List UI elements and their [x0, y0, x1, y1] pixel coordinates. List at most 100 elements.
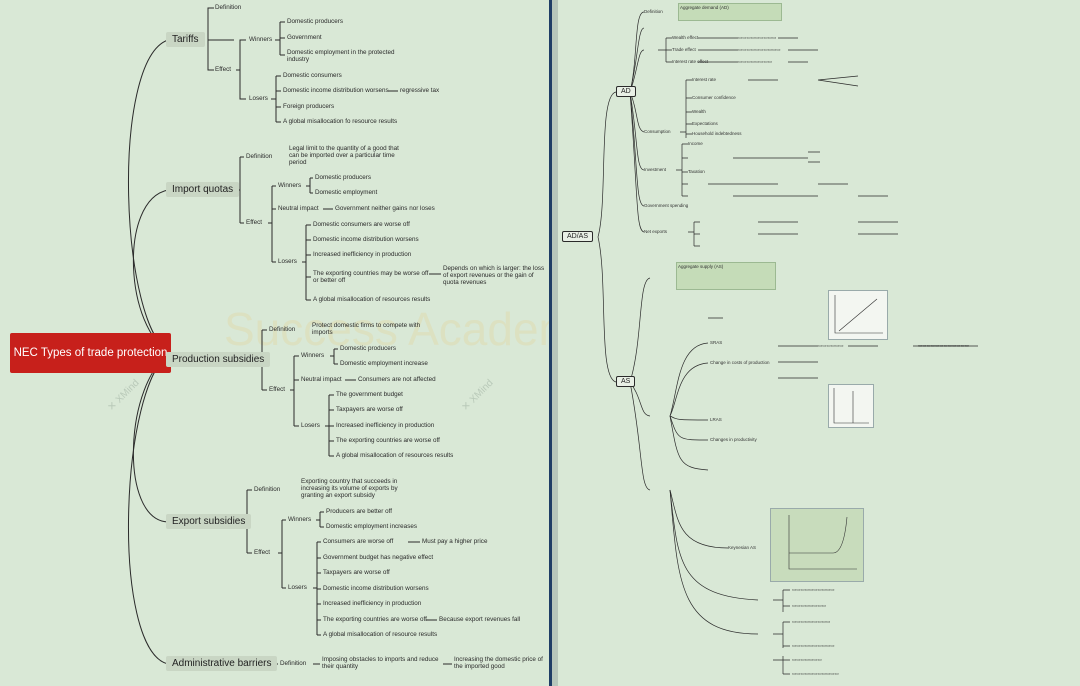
production-definition-text[interactable]: Protect domestic firms to compete with i… — [312, 322, 421, 337]
quotas-definition-text[interactable]: Legal limit to the quantity of a good th… — [289, 145, 399, 167]
quotas-loser-5[interactable]: A global misallocation of resources resu… — [313, 296, 431, 303]
production-loser-3[interactable]: Increased inefficiency in production — [336, 422, 435, 429]
ad-interest-rate[interactable]: Interest rate — [692, 77, 717, 82]
ad-interest-rate-effect[interactable]: Interest rate effect — [672, 59, 709, 64]
quotas-loser-3[interactable]: Increased inefficiency in production — [313, 251, 412, 258]
watermark: Success Academy — [224, 303, 549, 355]
export-loser-6-note[interactable]: Because export revenues fall — [439, 616, 521, 623]
production-winner-2[interactable]: Domestic employment increase — [340, 360, 428, 367]
tariffs-loser-2-note[interactable]: regressive tax — [400, 87, 440, 94]
export-winner-2[interactable]: Domestic employment increases — [326, 523, 417, 530]
tariffs-winner-1[interactable]: Domestic producers — [287, 18, 343, 25]
admin-definition-text[interactable]: Imposing obstacles to imports and reduce… — [322, 656, 439, 671]
admin-definition[interactable]: Definition — [280, 660, 307, 667]
ad-taxation[interactable]: Taxation — [688, 169, 705, 174]
ad-government-spending[interactable]: Government spending — [644, 203, 689, 208]
adas-connector-lines — [597, 11, 978, 675]
production-winners[interactable]: Winners — [301, 352, 325, 359]
production-loser-4[interactable]: The exporting countries are worse off — [336, 437, 440, 444]
trade-protection-mindmap: Success Academy ✕ XMind ✕ XMind NEC Type… — [0, 0, 552, 686]
branch-tariffs[interactable]: Tariffs — [166, 32, 205, 47]
quotas-definition[interactable]: Definition — [246, 153, 273, 160]
production-loser-5[interactable]: A global misallocation of resources resu… — [336, 452, 454, 459]
ad-node[interactable]: AD — [616, 86, 636, 97]
tariffs-winner-2[interactable]: Government — [287, 34, 322, 41]
ad-definition[interactable]: Definition — [644, 9, 663, 14]
keynesian-as-curve — [788, 515, 857, 570]
branch-import-quotas[interactable]: Import quotas — [166, 182, 240, 197]
tariffs-losers[interactable]: Losers — [249, 95, 268, 102]
ad-consumer-confidence[interactable]: Consumer confidence — [692, 95, 736, 100]
ad-wealth-effect[interactable]: Wealth effect — [672, 35, 699, 40]
export-definition-text[interactable]: Exporting country that succeeds in incre… — [301, 478, 398, 500]
keynesian-as-node[interactable]: Keynesian AS — [728, 545, 757, 550]
lras-productivity[interactable]: Changes in productivity — [710, 437, 757, 442]
export-loser-7[interactable]: A global misallocation of resource resul… — [323, 631, 438, 638]
ad-investment[interactable]: Investment — [644, 167, 667, 172]
quotas-losers[interactable]: Losers — [278, 258, 297, 265]
export-loser-5[interactable]: Increased inefficiency in production — [323, 600, 422, 607]
tariffs-loser-1[interactable]: Domestic consumers — [283, 72, 342, 79]
export-definition[interactable]: Definition — [254, 486, 281, 493]
export-loser-6[interactable]: The exporting countries are worse off — [323, 616, 427, 623]
production-neutral[interactable]: Neutral impact — [301, 376, 342, 383]
branch-export-subsidies[interactable]: Export subsidies — [166, 514, 252, 529]
tariffs-winner-3[interactable]: Domestic employment in the protected ind… — [287, 49, 395, 64]
quotas-loser-4-note[interactable]: Depends on which is larger: the loss of … — [443, 265, 545, 287]
ad-consumption[interactable]: Consumption — [644, 129, 671, 134]
ad-income[interactable]: Income — [688, 141, 703, 146]
ad-wealth[interactable]: Wealth — [692, 109, 706, 114]
export-effect[interactable]: Effect — [254, 549, 270, 556]
adas-root[interactable]: AD/AS — [562, 231, 594, 242]
sras-cost-changes[interactable]: Change in costs of production — [710, 360, 770, 365]
export-loser-1[interactable]: Consumers are worse off — [323, 538, 394, 545]
root-node[interactable]: NEC Types of trade protection — [10, 333, 171, 373]
branch-production-subsidies[interactable]: Production subsidies — [166, 352, 271, 367]
quotas-winners[interactable]: Winners — [278, 182, 302, 189]
production-loser-2[interactable]: Taxpayers are worse off — [336, 406, 403, 413]
sras-node[interactable]: SRAS — [710, 340, 723, 345]
production-winner-1[interactable]: Domestic producers — [340, 345, 396, 352]
admin-definition-text-2[interactable]: Increasing the domestic price of the imp… — [454, 656, 543, 671]
lras-graph — [828, 384, 874, 428]
quotas-loser-1[interactable]: Domestic consumers are worse off — [313, 221, 410, 228]
keynesian-as-graph — [770, 508, 864, 582]
production-losers[interactable]: Losers — [301, 422, 320, 429]
lras-curve — [833, 388, 869, 424]
production-loser-1[interactable]: The government budget — [336, 391, 403, 398]
tariffs-effect[interactable]: Effect — [215, 66, 231, 73]
export-winner-1[interactable]: Producers are better off — [326, 508, 393, 515]
sras-curve — [834, 295, 883, 334]
production-effect[interactable]: Effect — [269, 386, 285, 393]
export-loser-2[interactable]: Government budget has negative effect — [323, 554, 434, 561]
quotas-winner-2[interactable]: Domestic employment — [315, 189, 378, 196]
tariffs-loser-4[interactable]: A global misallocation fo resource resul… — [283, 118, 398, 125]
export-loser-1-note[interactable]: Must pay a higher price — [422, 538, 488, 545]
quotas-loser-4[interactable]: The exporting countries may be worse off… — [313, 270, 429, 285]
quotas-neutral-text[interactable]: Government neither gains nor loses — [335, 205, 435, 212]
branch-administrative-barriers[interactable]: Administrative barriers — [166, 656, 278, 671]
tariffs-winners[interactable]: Winners — [249, 36, 273, 43]
quotas-neutral[interactable]: Neutral impact — [278, 205, 319, 212]
production-neutral-text[interactable]: Consumers are not affected — [358, 376, 436, 383]
ad-expectations[interactable]: Expectations — [692, 121, 718, 126]
production-definition[interactable]: Definition — [269, 326, 296, 333]
lras-node[interactable]: LRAS — [710, 417, 722, 422]
tariffs-loser-3[interactable]: Foreign producers — [283, 103, 335, 110]
ad-household-indebtedness[interactable]: Household indebtedness — [692, 131, 742, 136]
export-loser-4[interactable]: Domestic income distribution worsens — [323, 585, 429, 592]
export-loser-3[interactable]: Taxpayers are worse off — [323, 569, 390, 576]
as-node[interactable]: AS — [616, 376, 636, 387]
ad-trade-effect[interactable]: Trade effect — [672, 47, 696, 52]
sras-graph — [828, 290, 888, 340]
ad-net-exports[interactable]: Net exports — [644, 229, 668, 234]
tariffs-loser-2[interactable]: Domestic income distribution worsens — [283, 87, 389, 94]
tariffs-definition[interactable]: Definition — [215, 4, 242, 11]
quotas-effect[interactable]: Effect — [246, 219, 262, 226]
quotas-loser-2[interactable]: Domestic income distribution worsens — [313, 236, 419, 243]
quotas-winner-1[interactable]: Domestic producers — [315, 174, 371, 181]
adas-mindmap: AD/AS AD AS Aggregate demand (AD) Aggreg… — [558, 0, 1080, 686]
export-winners[interactable]: Winners — [288, 516, 312, 523]
export-losers[interactable]: Losers — [288, 584, 307, 591]
ad-definition-note: Aggregate demand (AD) — [678, 3, 782, 21]
